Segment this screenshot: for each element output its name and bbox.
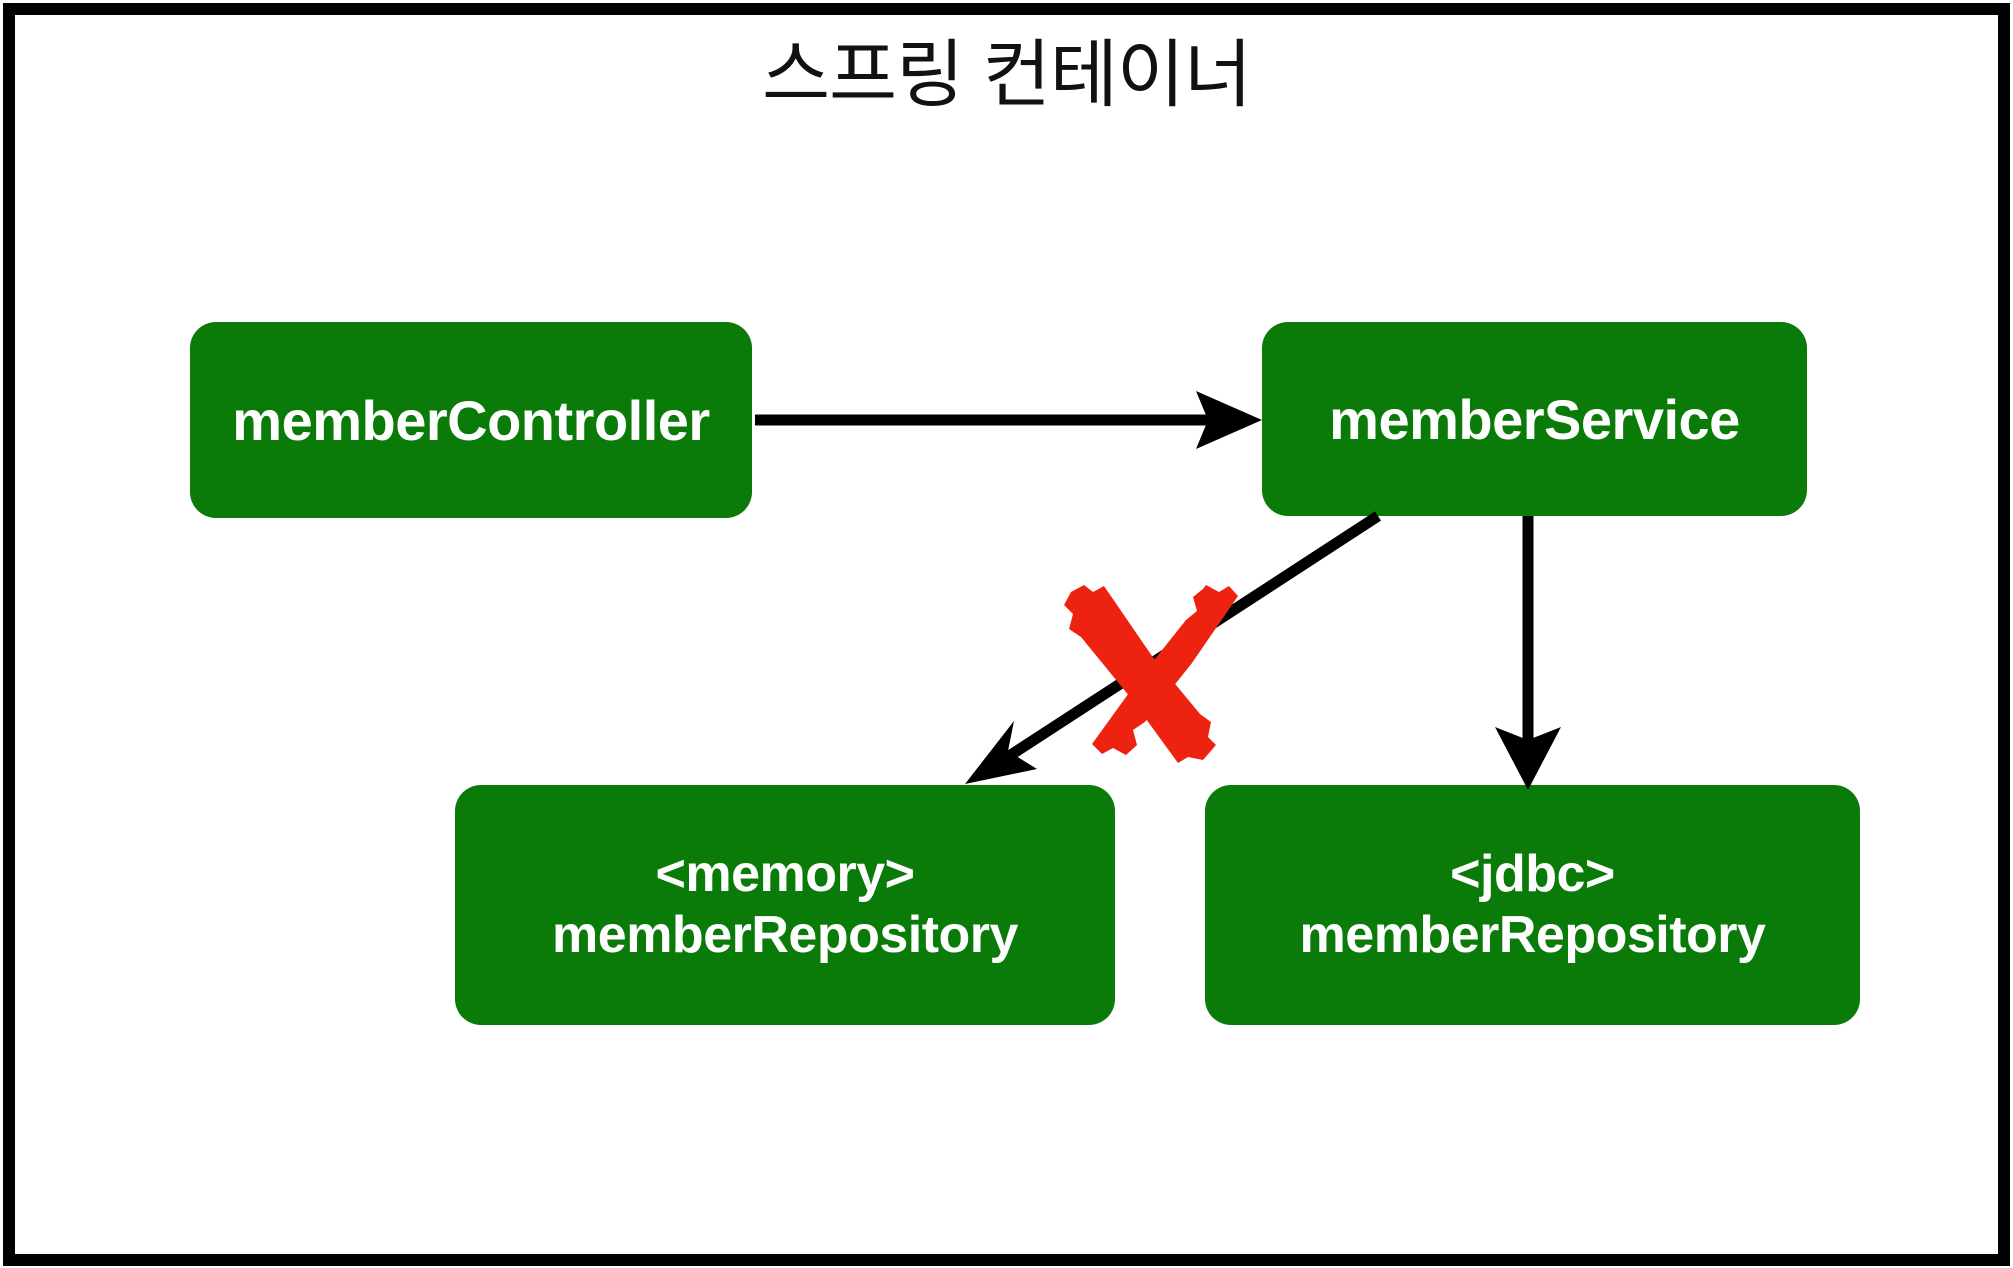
node-member-controller[interactable]: memberController bbox=[190, 322, 752, 518]
node-jdbc-member-repository-stereotype: <jdbc> bbox=[1450, 844, 1615, 903]
node-memory-member-repository-stereotype: <memory> bbox=[655, 844, 915, 903]
node-member-controller-label: memberController bbox=[232, 388, 710, 452]
diagram-frame bbox=[3, 3, 2010, 1266]
node-memory-member-repository[interactable]: <memory> memberRepository bbox=[455, 785, 1115, 1025]
node-member-service[interactable]: memberService bbox=[1262, 322, 1807, 516]
node-member-service-label: memberService bbox=[1329, 387, 1740, 451]
node-memory-member-repository-label: memberRepository bbox=[552, 906, 1018, 964]
node-jdbc-member-repository[interactable]: <jdbc> memberRepository bbox=[1205, 785, 1860, 1025]
node-jdbc-member-repository-label: memberRepository bbox=[1299, 906, 1766, 964]
page-title: 스프링 컨테이너 bbox=[761, 33, 1252, 116]
